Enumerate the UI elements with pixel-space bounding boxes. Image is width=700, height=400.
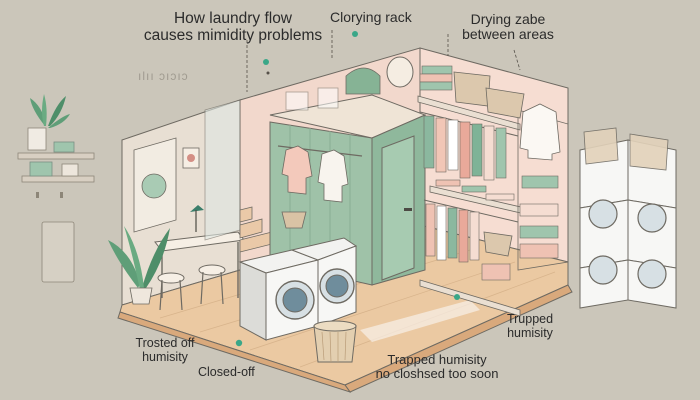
door-handle-icon[interactable] bbox=[404, 208, 412, 211]
basket-icon bbox=[281, 211, 307, 229]
diagram-title: How laundry flow causes mimidity problem… bbox=[128, 10, 338, 44]
title-line-2: causes mimidity problems bbox=[143, 26, 323, 44]
label-trupped-humisity: Trupped humisity bbox=[490, 312, 570, 340]
desk-lamp-icon bbox=[190, 205, 204, 232]
glass-jars-icon bbox=[285, 56, 414, 111]
label-trupped-line-1: Trupped bbox=[506, 312, 554, 326]
closet-shelves bbox=[417, 95, 569, 317]
hanging-shirt-icon bbox=[519, 103, 561, 161]
wall-scribble: ılıı ɔıɔıɔ bbox=[138, 69, 189, 83]
label-trapped-line-1: Trapped humisity bbox=[387, 352, 487, 367]
potted-plant-icon bbox=[108, 226, 170, 305]
stairs bbox=[239, 206, 273, 253]
label-drying-zone-line-2: between areas bbox=[462, 26, 554, 43]
label-trosted-line-2: humisity bbox=[142, 349, 188, 364]
washing-machine-icon bbox=[238, 237, 358, 341]
label-trupped-line-2: humisity bbox=[507, 325, 553, 340]
closet-door[interactable] bbox=[381, 135, 415, 281]
folded-towels-icon bbox=[419, 65, 559, 281]
wall-shelf-left bbox=[17, 127, 95, 198]
label-closed-off: Closed-off bbox=[198, 365, 255, 379]
wall-panel bbox=[41, 221, 75, 283]
laundry-basket-icon bbox=[313, 320, 357, 363]
stacked-dryers-icon bbox=[579, 127, 677, 309]
window-panel bbox=[133, 137, 177, 233]
label-drying-zone-line-1: Drying zabe bbox=[470, 11, 546, 27]
title-line-1: How laundry flow bbox=[173, 10, 293, 27]
label-trosted-humisity: Trosted off humisity bbox=[120, 336, 210, 364]
label-trapped-humisity: Trapped humisity no closhsed too soon bbox=[357, 352, 517, 382]
label-drying-rack: Clorying rack bbox=[330, 9, 412, 25]
annotation-lines bbox=[246, 30, 521, 92]
label-drying-zone: Drying zabe between areas bbox=[448, 11, 568, 43]
hanging-clothes-icon bbox=[423, 115, 507, 263]
label-trosted-line-1: Trosted off bbox=[135, 336, 195, 350]
plant-icon bbox=[30, 94, 70, 128]
annotation-markers bbox=[235, 31, 460, 347]
stool-icon bbox=[157, 264, 226, 311]
label-trapped-line-2: no closhsed too soon bbox=[375, 366, 499, 382]
hanging-sweater-icon bbox=[277, 145, 363, 203]
